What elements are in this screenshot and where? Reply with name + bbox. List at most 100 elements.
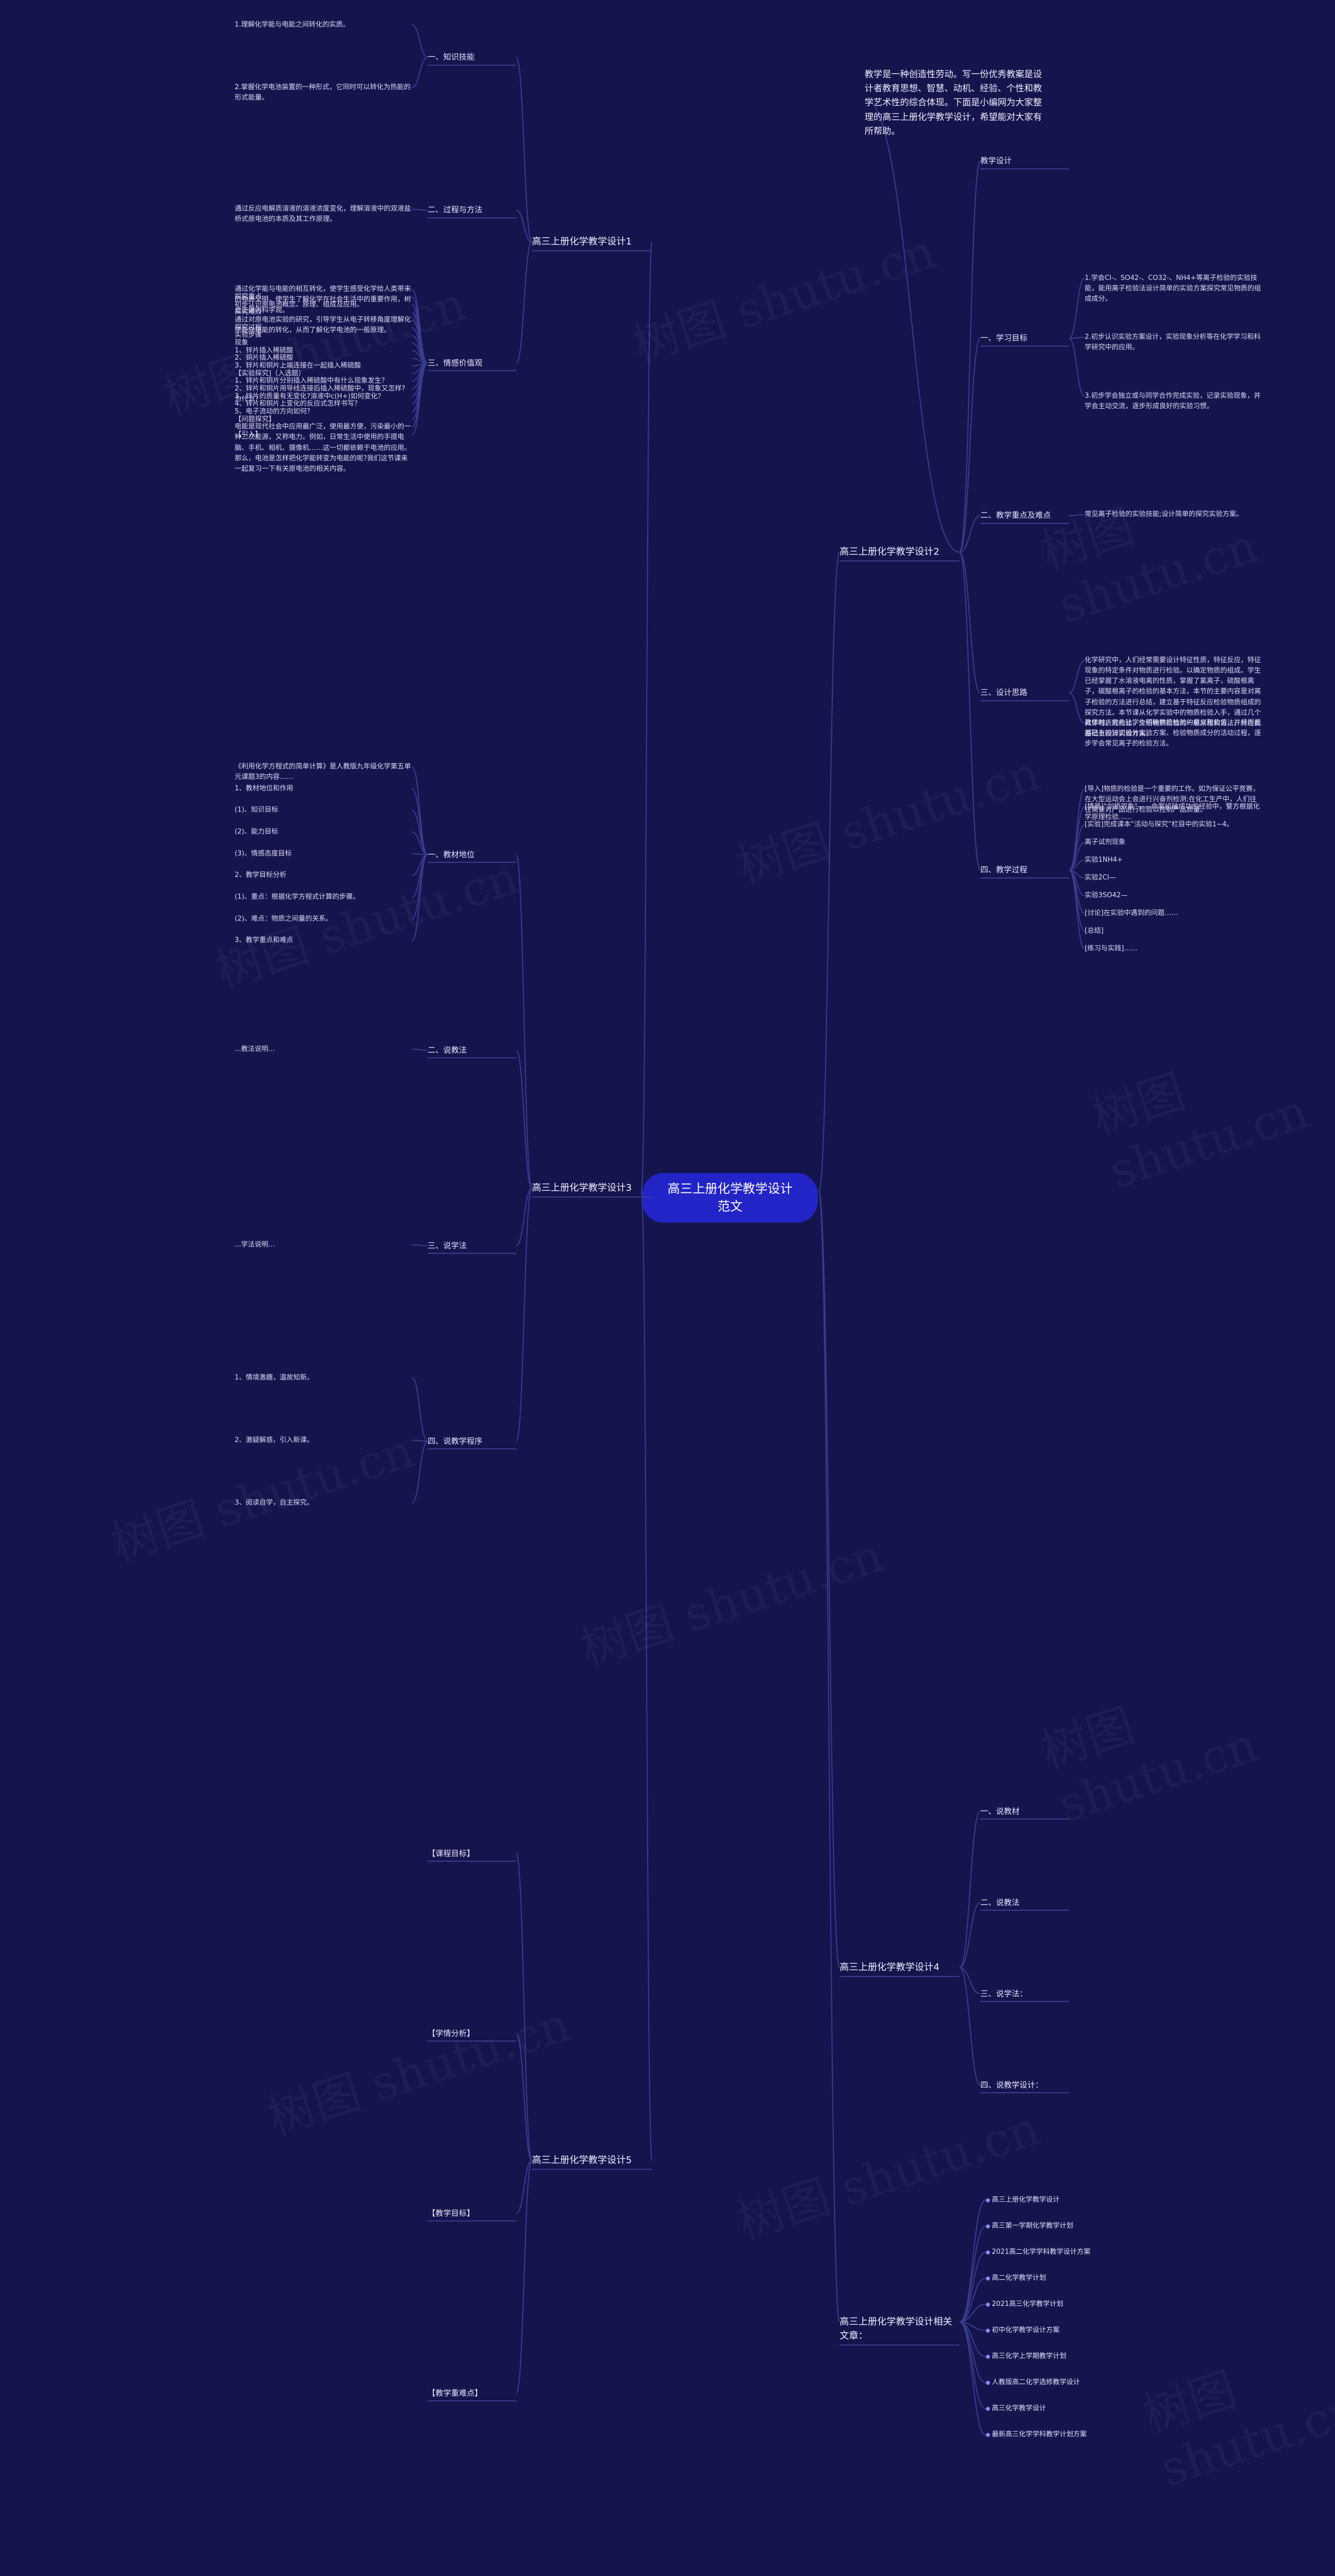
group-label[interactable]: 【教学目标】 <box>428 2207 516 2221</box>
item-text: 【引入】 <box>235 431 262 438</box>
connector <box>411 766 428 856</box>
item-text: 3、锌片和铜片上端连接在一起插入稀硫酸 <box>235 362 361 370</box>
item-text: 通过反应电解质溶液的溶液浓度变化，理解溶液中的双液盐桥式原电池的本质及其工作原理… <box>235 205 411 224</box>
related-article-link[interactable]: 高三化学教学设计 <box>986 2403 1152 2414</box>
connector <box>411 854 428 942</box>
branch-title[interactable]: 高三上册化学教学设计1 <box>532 235 652 251</box>
branch-title[interactable]: 高三上册化学教学设计4 <box>840 1960 960 1977</box>
group-label[interactable]: 四、说教学设计： <box>980 2079 1069 2093</box>
connector <box>959 338 981 553</box>
connector <box>516 854 532 1189</box>
connector <box>959 2278 986 2323</box>
branch-title[interactable]: 高三上册化学教学设计相关文章： <box>840 2315 960 2346</box>
item-text: ...教法说明... <box>235 1045 275 1053</box>
item-text: 2、激疑解惑，引入新课。 <box>235 1436 314 1444</box>
branch-title[interactable]: 高三上册化学教学设计3 <box>532 1181 652 1198</box>
related-article-link[interactable]: 高三化学上学期教学计划 <box>986 2351 1152 2362</box>
related-article-link[interactable]: 高二化学教学计划 <box>986 2273 1152 2284</box>
item-text: 初步认识原电池概念、原理、组成及应用。 <box>235 300 364 309</box>
item-text: 2、锌片和铜片用导线连接后插入稀硫酸中，现象又怎样?为什么？ <box>235 385 406 404</box>
item-text: 2、教学目标分析 <box>235 871 287 880</box>
item-text: 2、铜片插入稀硫酸 <box>235 354 294 362</box>
connector <box>516 1188 532 1247</box>
group-label[interactable]: 四、教学过程 <box>980 864 1069 878</box>
item-text: [情景]“剑桥双象”——命案侦破成功的经验中，警方根据化学原理检验…… <box>1085 803 1260 822</box>
item-text: [实验]完成课本“活动与探究”栏目中的实验1~4。 <box>1085 821 1234 828</box>
item-text: 4、锌片和铜片上变化的反应式怎样书写？ <box>235 400 361 408</box>
connector <box>516 241 532 364</box>
item-text: 教学时，宜先让学生明确物质检验的意义和价值，并经历根据已有的知识设计实验方案、检… <box>1085 719 1261 748</box>
connector <box>411 1048 428 1051</box>
item-text: [讨论]在实验中遇到的问题…… <box>1085 909 1179 917</box>
item-text: 3、锌片的质量有无变化?溶液中c(H+)如何变化？ <box>235 392 385 400</box>
related-article-link[interactable]: 高三第一学期化学教学计划 <box>986 2221 1152 2231</box>
item-text: 离子试剂现象 <box>1085 838 1126 846</box>
item-text: 1、教材地位和作用 <box>235 784 294 792</box>
item-text: 1.学会Cl-、SO42-、CO32-、NH4+等离子检验的实验技能，能用离子检… <box>1085 274 1261 303</box>
connector <box>864 99 960 553</box>
item-text: 1.理解化学能与电能之间转化的实质。 <box>235 21 350 29</box>
group-label[interactable]: 【学情分析】 <box>428 2028 516 2042</box>
group-label[interactable]: 一、教材地位 <box>428 849 516 863</box>
item-text: [练习与实践]…… <box>1085 945 1138 953</box>
group-label[interactable]: 二、说教法 <box>428 1044 516 1058</box>
related-article-link[interactable]: 人教版高二化学选修教学设计 <box>986 2377 1152 2388</box>
group-label[interactable]: 【教学重难点】 <box>428 2387 516 2401</box>
connector <box>959 2226 986 2323</box>
connector <box>641 1191 652 2161</box>
group-label[interactable]: 【课程目标】 <box>428 1848 516 1862</box>
group-label[interactable]: 一、知识技能 <box>428 51 516 66</box>
connector <box>1069 514 1085 516</box>
item-text: 【问题探究】 <box>235 415 276 423</box>
related-article-link[interactable]: 初中化学教学设计方案 <box>986 2325 1152 2336</box>
group-label[interactable]: 四、说教学程序 <box>428 1435 516 1449</box>
item-text: 现象 <box>235 339 249 347</box>
group-label[interactable]: 三、情感价值观 <box>428 357 516 372</box>
connector <box>516 2160 532 2214</box>
group-label[interactable]: 二、教学重点及难点 <box>980 509 1069 524</box>
related-article-link[interactable]: 2021高二化学学科教学设计方案 <box>986 2247 1152 2257</box>
connector <box>959 2322 986 2435</box>
item-text: 探究难点 <box>235 308 262 316</box>
connector <box>516 2160 532 2394</box>
group-label[interactable]: 一、学习目标 <box>980 332 1069 347</box>
root-topic[interactable]: 高三上册化学教学设计范文 <box>642 1173 818 1223</box>
connector <box>959 2200 986 2323</box>
connector <box>516 210 532 242</box>
connector <box>959 1967 981 1995</box>
connector <box>959 552 981 871</box>
related-article-link[interactable]: 2021高三化学教学计划 <box>986 2299 1152 2310</box>
group-label[interactable]: 三、说学法 <box>428 1240 516 1254</box>
related-article-link[interactable]: 最新高三化学学科教学计划方案 <box>986 2430 1152 2440</box>
group-label[interactable]: 一、说教材 <box>980 1805 1069 1820</box>
item-text: 电能是现代社会中应用最广泛，使用最方便，污染最小的一种二次能源，又称电力。例如，… <box>235 423 411 473</box>
item-text: 3.初步学会独立或与同学合作完成实验，记录实验现象，并学会主动交流，逐步形成良好… <box>1085 392 1261 411</box>
connector <box>1069 870 1085 949</box>
item-text: (1)、知识目标 <box>235 806 278 814</box>
group-label[interactable]: 三、设计思路 <box>980 687 1069 701</box>
related-article-link[interactable]: 高三上册化学教学设计 <box>986 2195 1152 2205</box>
connector <box>411 788 428 856</box>
item-text: 3、教学重点和难点 <box>235 936 294 945</box>
group-label[interactable]: 教学设计 <box>980 155 1069 169</box>
group-label[interactable]: 二、说教法 <box>980 1897 1069 1911</box>
item-text: 实验步骤 <box>235 331 262 339</box>
connector <box>818 1191 840 2323</box>
connector <box>411 362 428 435</box>
group-label[interactable]: 二、过程与方法 <box>428 204 516 218</box>
connector <box>818 552 840 1192</box>
connector <box>1069 870 1085 932</box>
connector <box>1069 338 1085 397</box>
connector <box>516 1188 532 1442</box>
branch-title[interactable]: 高三上册化学教学设计5 <box>532 2153 652 2170</box>
item-text: (1)、重点：根据化学方程式计算的步骤。 <box>235 893 360 901</box>
item-text: 常见离子检验的实验技能;设计简单的探究实验方案。 <box>1085 510 1243 518</box>
branch-title[interactable]: 高三上册化学教学设计2 <box>840 545 960 561</box>
group-label[interactable]: 三、说学法： <box>980 1988 1069 2002</box>
connector <box>411 25 428 58</box>
connector <box>641 241 652 1192</box>
connector <box>1069 337 1085 339</box>
connector <box>411 209 428 211</box>
item-text: (3)、情感态度目标 <box>235 849 292 858</box>
connector <box>959 2322 986 2383</box>
